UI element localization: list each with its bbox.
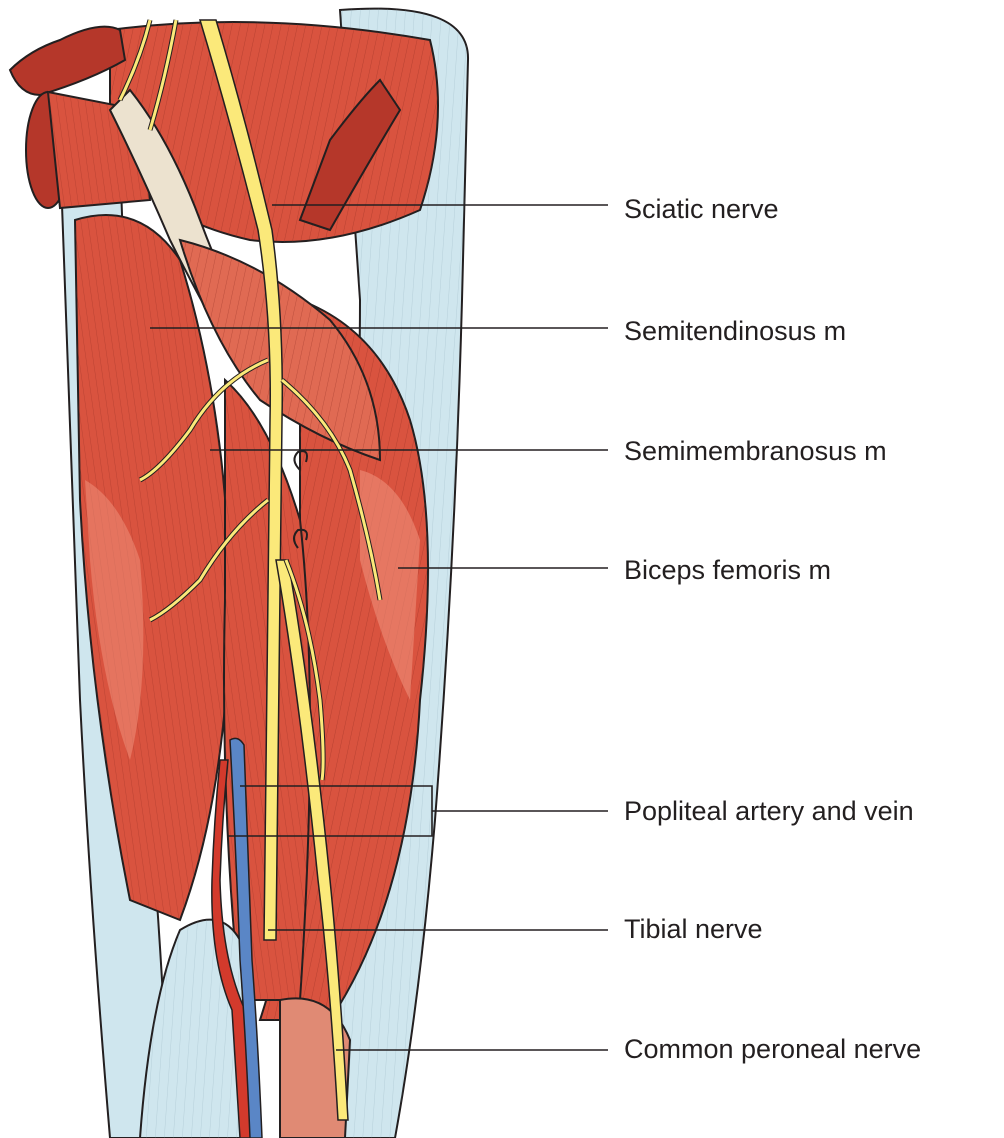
popliteal-vein <box>229 737 263 1138</box>
label-sciatic-nerve: Sciatic nerve <box>624 194 779 224</box>
label-semimembranosus: Semimembranosus m <box>624 436 887 466</box>
label-semitendinosus: Semitendinosus m <box>624 316 847 346</box>
label-biceps-femoris: Biceps femoris m <box>624 555 832 585</box>
leader-lines <box>150 204 608 1051</box>
cut-muscle-right <box>298 78 402 232</box>
label-tibial-nerve: Tibial nerve <box>624 914 763 944</box>
popliteal-artery <box>211 759 253 1138</box>
label-popliteal-artery-vein: Popliteal artery and vein <box>624 796 914 826</box>
sciatic-nerve <box>198 19 284 941</box>
cut-muscle-upper <box>8 25 127 97</box>
label-common-peroneal-nerve: Common peroneal nerve <box>624 1034 922 1064</box>
common-peroneal-nerve <box>275 559 349 1121</box>
